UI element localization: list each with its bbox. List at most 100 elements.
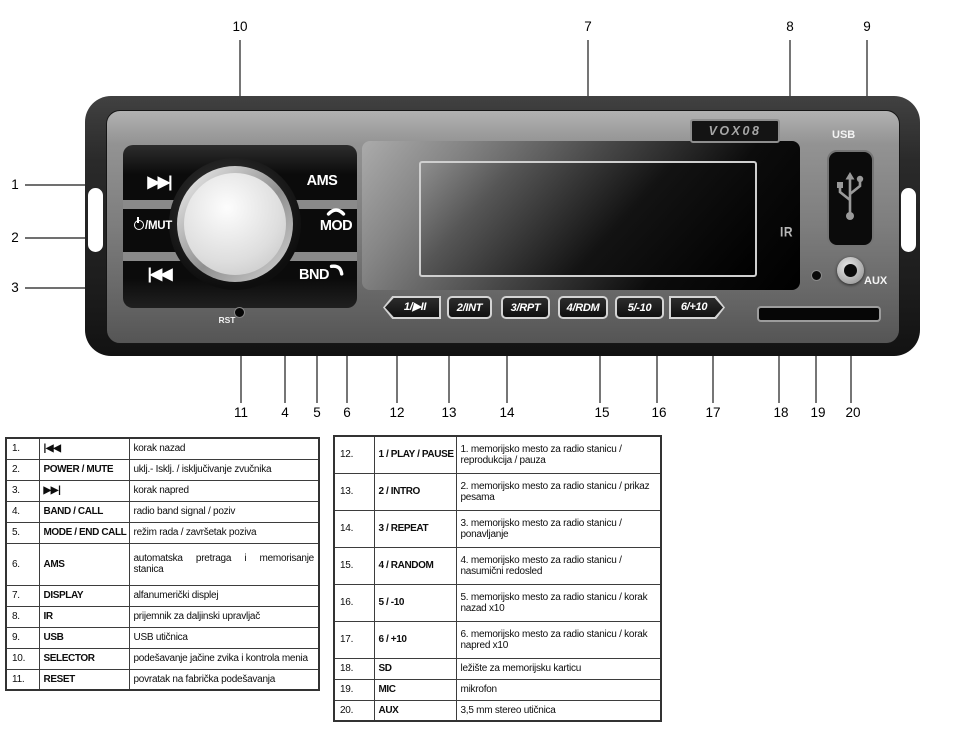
selector-knob: [184, 173, 286, 275]
callout-label: 18: [773, 405, 789, 420]
row-number: 13.: [333, 472, 375, 511]
aux-jack: [837, 257, 864, 284]
phone-end-icon: [326, 208, 346, 216]
callout-label: 20: [845, 405, 861, 420]
row-number: 2.: [5, 458, 40, 481]
callout-label: 7: [584, 19, 592, 34]
row-label: 6 / +10: [373, 620, 457, 659]
row-label: POWER / MUTE: [38, 458, 130, 481]
callout-label: 9: [863, 19, 871, 34]
row-label: 1 / PLAY / PAUSE: [373, 435, 457, 474]
row-label: DISPLAY: [38, 584, 130, 607]
row-label: SD: [373, 657, 457, 680]
row-label: 5 / -10: [373, 583, 457, 622]
preset-button-2: 2/INT: [447, 296, 492, 319]
callout-label: 3: [11, 280, 19, 295]
table-row: 8. IR prijemnik za daljinski upravljač: [5, 605, 320, 628]
row-number: 15.: [333, 546, 375, 585]
row-label: AUX: [373, 699, 457, 722]
table-row: 12. 1 / PLAY / PAUSE 1. memorijsko mesto…: [333, 435, 662, 474]
row-label: BAND / CALL: [38, 500, 130, 523]
table-row: 18. SD ležište za memorijsku karticu: [333, 657, 662, 680]
callout-label: 6: [343, 405, 351, 420]
row-number: 17.: [333, 620, 375, 659]
row-desc: korak napred: [128, 479, 320, 502]
table-row: 1. |◀◀ korak nazad: [5, 437, 320, 460]
preset-button-face: [671, 298, 723, 317]
row-desc: mikrofon: [455, 678, 662, 701]
row-number: 5.: [5, 521, 40, 544]
row-desc: automatska pretraga i memorisanje stanic…: [128, 542, 320, 586]
row-label: USB: [38, 626, 130, 649]
preset-button-5: 5/-10: [615, 296, 664, 319]
callout-label: 16: [651, 405, 667, 420]
power-icon: [134, 217, 145, 230]
callout-label: 11: [233, 405, 248, 420]
row-number: 6.: [5, 542, 40, 586]
preset-button-label: 6/+10: [680, 301, 708, 313]
row-number: 1.: [5, 437, 40, 460]
preset-button-6: 6/+10: [669, 296, 725, 319]
row-number: 10.: [5, 647, 40, 670]
callout-label: 4: [281, 405, 289, 420]
table-row: 11. RESET povratak na fabrička podešavan…: [5, 668, 320, 691]
mode-button: MOD: [319, 218, 353, 234]
display-screen: [419, 161, 757, 277]
table-row: 15. 4 / RANDOM 4. memorijsko mesto za ra…: [333, 546, 662, 585]
preset-button-label: 1/▶II: [403, 301, 427, 313]
usb-icon: [837, 172, 864, 220]
row-desc: 1. memorijsko mesto za radio stanicu / r…: [455, 435, 662, 474]
usb-port: [827, 150, 874, 247]
table-row: 7. DISPLAY alfanumerički displej: [5, 584, 320, 607]
row-label: SELECTOR: [38, 647, 130, 670]
table-row: 9. USB USB utičnica: [5, 626, 320, 649]
row-number: 16.: [333, 583, 375, 622]
table-row: 6. AMS automatska pretraga i memorisanje…: [5, 542, 320, 586]
preset-button-4: 4/RDM: [558, 296, 608, 319]
aux-jack-hole: [844, 264, 857, 277]
row-desc: 5. memorijsko mesto za radio stanicu / k…: [455, 583, 662, 622]
row-number: 7.: [5, 584, 40, 607]
preset-button-1: 1/▶II: [383, 296, 441, 319]
next-track-button: ▶▶|: [147, 174, 172, 191]
table-row: 13. 2 / INTRO 2. memorijsko mesto za rad…: [333, 472, 662, 511]
row-number: 12.: [333, 435, 375, 474]
row-desc: alfanumerički displej: [128, 584, 320, 607]
callout-label: 1: [11, 177, 19, 192]
row-label: 2 / INTRO: [373, 472, 457, 511]
table-row: 2. POWER / MUTE uklj.- Isklj. / isključi…: [5, 458, 320, 481]
table-row: 3. ▶▶| korak napred: [5, 479, 320, 502]
row-desc: 3,5 mm stereo utičnica: [455, 699, 662, 722]
mounting-slot-right: [901, 188, 916, 252]
row-number: 19.: [333, 678, 375, 701]
legend-table-left: 1. |◀◀ korak nazad 2. POWER / MUTE uklj.…: [5, 437, 320, 691]
sd-card-slot: [757, 306, 881, 322]
row-desc: prijemnik za daljinski upravljač: [128, 605, 320, 628]
row-desc: podešavanje jačine zvika i kontrola meni…: [128, 647, 320, 670]
row-number: 14.: [333, 509, 375, 548]
callout-label: 12: [389, 405, 405, 420]
row-number: 9.: [5, 626, 40, 649]
table-row: 19. MIC mikrofon: [333, 678, 662, 701]
reset-label: RST: [218, 315, 236, 325]
row-desc: 2. memorijsko mesto za radio stanicu / p…: [455, 472, 662, 511]
usb-label: USB: [832, 129, 856, 141]
legend-table-right: 12. 1 / PLAY / PAUSE 1. memorijsko mesto…: [333, 435, 662, 722]
callout-label: 2: [11, 230, 19, 245]
row-label: |◀◀: [38, 437, 130, 460]
row-label: MIC: [373, 678, 457, 701]
callout-label: 13: [441, 405, 457, 420]
row-label: MODE / END CALL: [38, 521, 130, 544]
preset-button-3: 3/RPT: [501, 296, 550, 319]
table-row: 5. MODE / END CALL režim rada / završeta…: [5, 521, 320, 544]
row-label: ▶▶|: [38, 479, 130, 502]
table-row: 20. AUX 3,5 mm stereo utičnica: [333, 699, 662, 722]
power-mute-button: /MUT: [120, 217, 186, 232]
row-desc: korak nazad: [128, 437, 320, 460]
table-row: 17. 6 / +10 6. memorijsko mesto za radio…: [333, 620, 662, 659]
callout-label: 19: [810, 405, 826, 420]
row-desc: ležište za memorijsku karticu: [455, 657, 662, 680]
callout-label: 10: [232, 19, 248, 34]
row-number: 11.: [5, 668, 40, 691]
